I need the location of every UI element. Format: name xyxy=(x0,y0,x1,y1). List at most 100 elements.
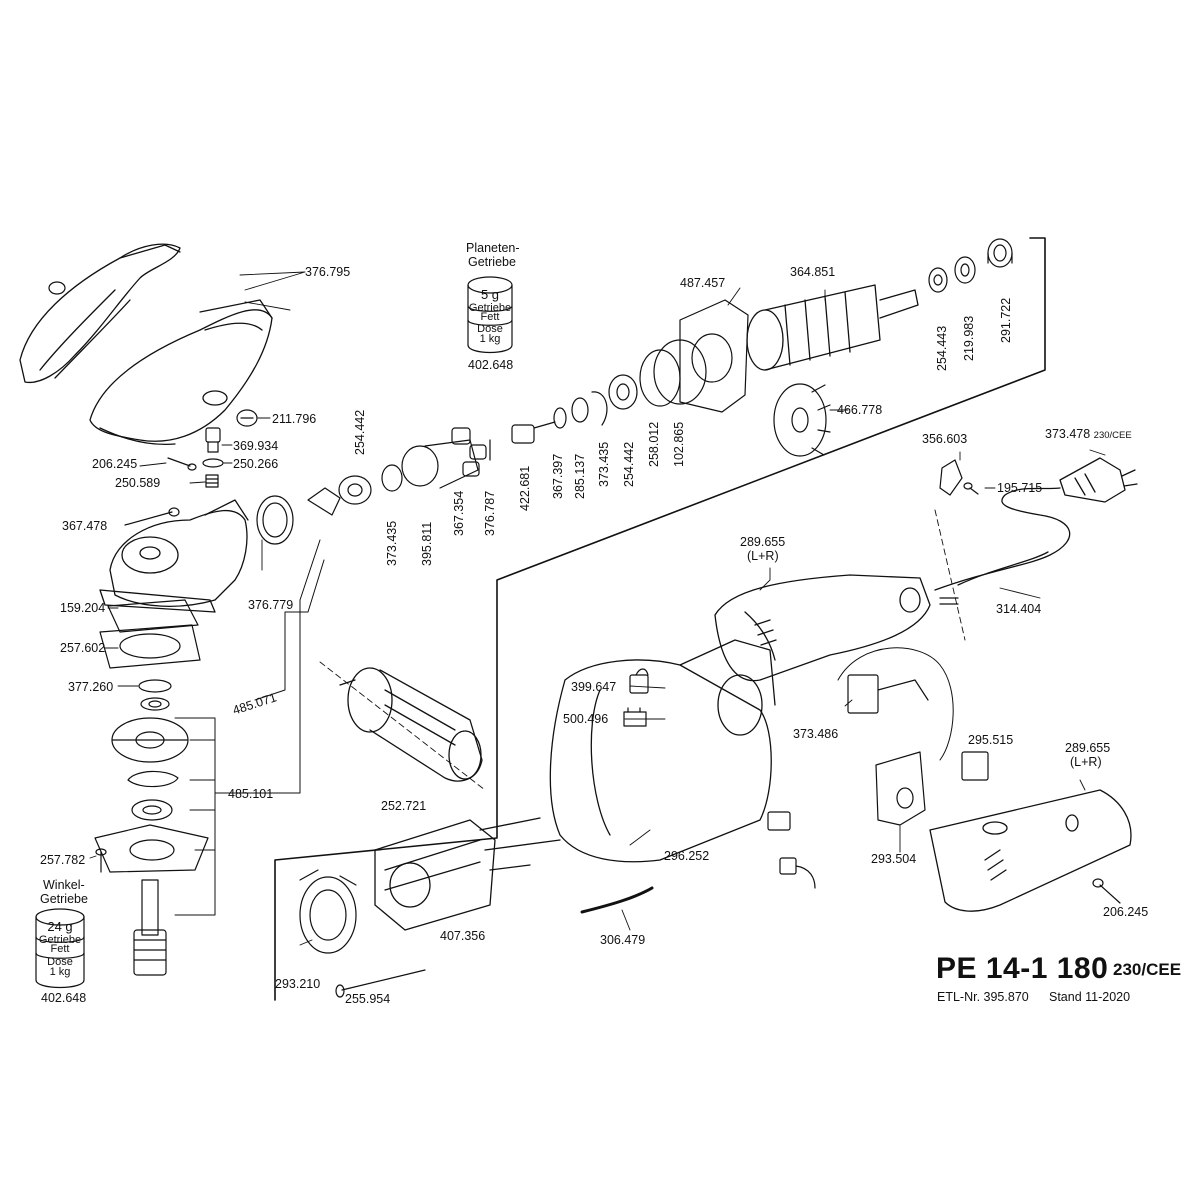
air-baffle-293210-part xyxy=(299,869,357,954)
motor-housing-296252-part xyxy=(549,639,776,863)
small-bearing-part xyxy=(140,697,170,711)
sun-gear-422681-part xyxy=(511,421,556,444)
part-label: 211.796 xyxy=(272,412,317,426)
ring-250266-part xyxy=(202,458,224,468)
handle-shell-289655-upper-part xyxy=(714,574,931,682)
bearing-219983-part xyxy=(954,256,976,284)
bearing-254442-right-part xyxy=(608,374,638,410)
electronics-373486-part xyxy=(847,674,929,714)
angle-gearbox-housing-part xyxy=(99,499,249,613)
stator-407356-part xyxy=(374,817,561,931)
lube-planeten-part: 402.648 xyxy=(468,358,514,372)
switch-module-293504-part xyxy=(875,751,926,826)
brush-holder-500496-part xyxy=(623,707,647,727)
region-divider-line xyxy=(274,237,1046,1001)
bearing-flange-part xyxy=(94,824,209,873)
part-label: 254.442 xyxy=(622,441,636,487)
lube-winkel-qty: 24 g xyxy=(47,919,73,934)
suppressor-part xyxy=(779,857,797,875)
part-label: 306.479 xyxy=(600,933,646,947)
knob-211796-part xyxy=(236,409,258,427)
plate-257602-part xyxy=(99,624,201,669)
part-label: 376.787 xyxy=(483,490,497,536)
part-label: 369.934 xyxy=(233,439,279,453)
plug-part-number: 373.478 xyxy=(1045,427,1091,441)
part-label: 291.722 xyxy=(999,297,1013,343)
lube-planeten-heading-line2: Getriebe xyxy=(468,255,516,269)
lube-winkel-label2: Fett xyxy=(50,943,70,955)
part-label: 257.602 xyxy=(60,641,106,655)
model-title: PE 14-1 180 xyxy=(936,952,1109,985)
lube-can-planeten-icon xyxy=(467,276,513,354)
part-label-plug: 373.478 230/CEE xyxy=(1045,427,1132,443)
lube-winkel-part: 402.648 xyxy=(41,991,87,1005)
part-label: 254.443 xyxy=(935,325,949,371)
leader-lines xyxy=(89,271,1106,946)
fan-466778-part xyxy=(773,383,831,457)
part-label: 289.655 xyxy=(740,535,786,549)
bearing-254443-part xyxy=(928,267,948,293)
lube-winkel-heading-line1: Winkel- xyxy=(43,878,85,892)
part-label: 314.404 xyxy=(996,602,1042,616)
planet-housing-487457-part xyxy=(679,299,749,413)
part-label: 500.496 xyxy=(563,712,609,726)
gasket-159204-part xyxy=(107,599,199,633)
part-label: 250.589 xyxy=(115,476,161,490)
planet-gears-367354-part xyxy=(451,427,487,477)
pinion-part xyxy=(307,487,341,516)
lube-winkel-label4: 1 kg xyxy=(49,966,71,978)
part-label: 367.397 xyxy=(551,453,565,499)
stand-date: Stand 11-2020 xyxy=(1049,990,1131,1004)
switch-clip-part xyxy=(767,811,791,831)
part-label: 367.354 xyxy=(452,490,466,536)
part-label: 373.435 xyxy=(385,520,399,566)
spindle-bearing-part xyxy=(131,799,173,821)
part-label: 206.245 xyxy=(92,457,138,471)
ring-367397-part xyxy=(553,407,567,429)
lube-planeten-label4: 1 kg xyxy=(479,333,501,345)
part-label: 373.435 xyxy=(597,441,611,487)
lube-planeten-label1: Getriebe xyxy=(468,302,512,314)
circlip-373435-right-part xyxy=(591,391,608,426)
screw-367478-part xyxy=(124,507,180,526)
small-knob-part xyxy=(48,281,66,295)
lock-washer-377260-part xyxy=(138,679,172,693)
screw-257782-part xyxy=(95,848,107,873)
seal-strip-306479-part xyxy=(580,886,654,914)
switch-295515-part xyxy=(961,751,989,781)
part-label: 376.795 xyxy=(305,265,351,279)
part-label: 356.603 xyxy=(922,432,968,446)
part-label: 485.101 xyxy=(228,787,274,801)
part-label: 399.647 xyxy=(571,680,617,694)
lube-can-winkel-icon xyxy=(35,908,85,989)
part-label: 373.486 xyxy=(793,727,839,741)
lube-planeten-label3: Dose xyxy=(477,323,503,335)
sleeve-291722-part xyxy=(987,238,1013,268)
circlip-part xyxy=(127,770,179,788)
screw-195715-part xyxy=(963,482,979,495)
part-label: 102.865 xyxy=(672,421,686,467)
lube-winkel-heading-line2: Getriebe xyxy=(40,892,88,906)
lube-planeten-heading-line1: Planeten- xyxy=(466,241,520,255)
part-label: 487.457 xyxy=(680,276,726,290)
power-cord-314404-part xyxy=(934,457,1138,605)
part-label: 395.811 xyxy=(420,521,434,566)
screw-206245-part xyxy=(167,457,197,471)
part-label: 466.778 xyxy=(837,403,883,417)
part-label: 289.655 xyxy=(1065,741,1111,755)
part-label: 250.266 xyxy=(233,457,279,471)
part-label: 257.782 xyxy=(40,853,86,867)
spring-250589-part xyxy=(205,474,219,488)
lube-winkel-label1: Getriebe xyxy=(38,934,82,946)
part-label: 285.137 xyxy=(573,453,587,499)
bevel-gear-part xyxy=(111,717,189,763)
plug-variant: 230/CEE xyxy=(1093,430,1132,441)
armature-364851-part xyxy=(746,284,919,371)
part-label: 364.851 xyxy=(790,265,836,279)
spindle-shaft-part xyxy=(133,879,167,976)
lube-winkel-label3: Dose xyxy=(47,956,73,968)
part-label: 295.515 xyxy=(968,733,1014,747)
part-label: 422.681 xyxy=(518,465,532,511)
long-screw-255954-part xyxy=(335,969,426,998)
